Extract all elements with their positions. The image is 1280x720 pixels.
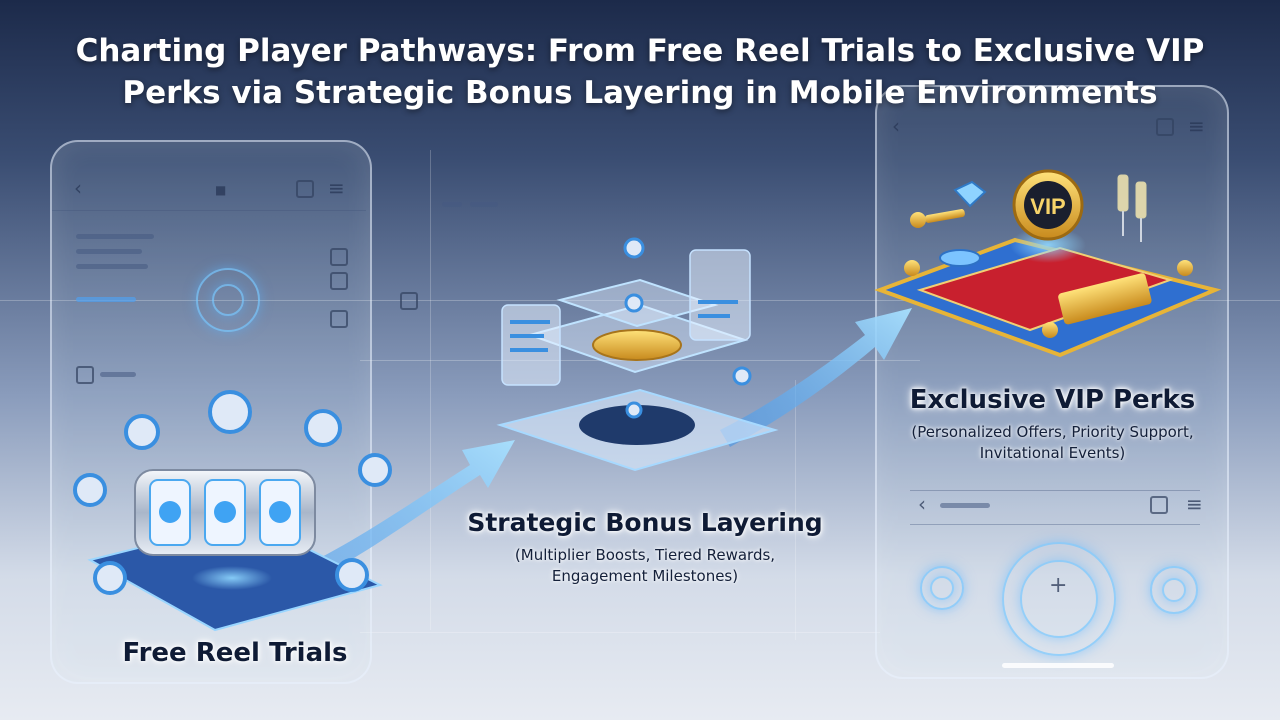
stage-details-exclusive-vip-perks-1: (Personalized Offers, Priority Support, bbox=[911, 423, 1194, 441]
page-title: Charting Player Pathways: From Free Reel… bbox=[0, 30, 1280, 114]
target-right-icon bbox=[1162, 578, 1186, 602]
vip-badge-text: VIP bbox=[1030, 194, 1065, 219]
stage-label-free-reel-trials: Free Reel Trials bbox=[122, 638, 348, 668]
placeholder-line bbox=[940, 503, 990, 508]
chevron-left-icon[interactable]: ‹ bbox=[918, 492, 926, 516]
grid-line bbox=[360, 632, 880, 633]
target-ring-icon bbox=[196, 268, 260, 332]
slot-reel-illustration bbox=[73, 390, 392, 632]
hamburger-menu-icon[interactable]: ≡ bbox=[1188, 114, 1205, 138]
checkbox-icon[interactable] bbox=[330, 272, 348, 290]
divider bbox=[910, 490, 1200, 491]
stage-details-strategic-bonus-layering-1: (Multiplier Boosts, Tiered Rewards, bbox=[514, 546, 776, 564]
placeholder-line bbox=[442, 202, 462, 207]
dot-icon: ■ bbox=[215, 183, 227, 197]
home-indicator[interactable] bbox=[1002, 663, 1114, 668]
divider bbox=[910, 524, 1200, 525]
stage-label-strategic-bonus-layering: Strategic Bonus Layering bbox=[467, 508, 823, 537]
target-right-icon[interactable] bbox=[1150, 566, 1198, 614]
placeholder-line bbox=[100, 372, 136, 377]
pause-icon[interactable] bbox=[1156, 118, 1174, 136]
chevron-left-icon[interactable]: ‹ bbox=[892, 114, 900, 138]
placeholder-line bbox=[76, 297, 136, 302]
info-icon bbox=[76, 366, 94, 384]
pause-icon[interactable] bbox=[296, 180, 314, 198]
checkbox-icon[interactable] bbox=[330, 248, 348, 266]
settings-icon[interactable] bbox=[400, 292, 418, 310]
bonus-layers-illustration bbox=[496, 237, 779, 472]
hamburger-menu-icon[interactable]: ≡ bbox=[1186, 492, 1203, 516]
stage-details-strategic-bonus-layering-2: Engagement Milestones) bbox=[551, 567, 739, 585]
chevron-left-icon[interactable]: ‹ bbox=[74, 176, 82, 200]
stage-label-exclusive-vip-perks: Exclusive VIP Perks bbox=[909, 385, 1196, 415]
image-icon bbox=[330, 310, 348, 328]
plus-button-ring[interactable] bbox=[1002, 542, 1116, 656]
target-left-icon[interactable] bbox=[920, 566, 964, 610]
plus-button-ring bbox=[1020, 560, 1098, 638]
grid-line bbox=[795, 380, 796, 640]
placeholder-line bbox=[76, 249, 142, 254]
target-left-icon bbox=[930, 576, 954, 600]
placeholder-line bbox=[76, 264, 148, 269]
plus-icon[interactable]: + bbox=[1049, 573, 1068, 598]
grid-line bbox=[430, 150, 431, 630]
hamburger-menu-icon[interactable]: ≡ bbox=[328, 176, 345, 200]
pause-icon[interactable] bbox=[1150, 496, 1168, 514]
page-title-line-2: Perks via Strategic Bonus Layering in Mo… bbox=[122, 75, 1158, 111]
placeholder-line bbox=[76, 234, 154, 239]
divider bbox=[52, 210, 366, 211]
pathway-arrow bbox=[720, 308, 912, 447]
vip-platform-illustration: VIP bbox=[874, 169, 1222, 358]
stage-details-exclusive-vip-perks-2: Invitational Events) bbox=[979, 444, 1126, 462]
page-title-line-1: Charting Player Pathways: From Free Reel… bbox=[75, 33, 1205, 69]
target-ring-icon bbox=[212, 284, 244, 316]
placeholder-line bbox=[470, 202, 498, 207]
